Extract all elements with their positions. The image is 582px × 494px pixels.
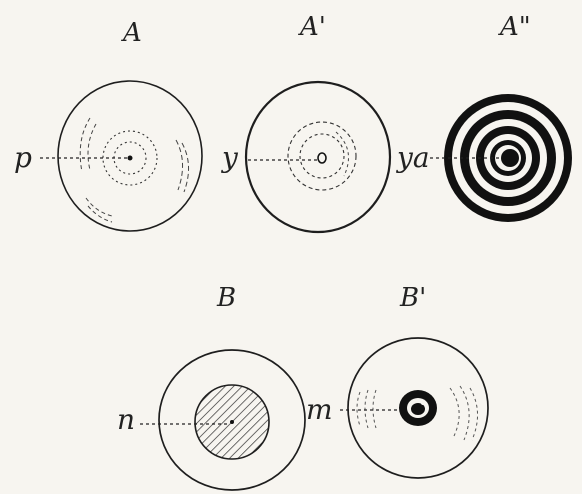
pointer-p-label: p xyxy=(14,144,32,172)
figure-a-circle xyxy=(40,81,202,231)
pointer-n-label: n xyxy=(117,406,135,434)
figure-b-prime-circle xyxy=(340,338,488,478)
figure-a-label: A xyxy=(123,20,142,46)
pointer-y-label: y xyxy=(222,144,238,172)
figure-a-prime-circle xyxy=(246,82,390,232)
figure-b-label: B xyxy=(217,285,236,311)
figure-a-double-prime-rings xyxy=(430,94,572,222)
pointer-ya-label: ya xyxy=(397,144,430,172)
figure-b-circle xyxy=(140,350,305,490)
figure-b-prime-label: B' xyxy=(400,285,426,311)
figure-a-double-prime-label: A" xyxy=(500,14,531,40)
pointer-m-label: m xyxy=(306,396,333,424)
figure-a-prime-label: A' xyxy=(300,14,326,40)
